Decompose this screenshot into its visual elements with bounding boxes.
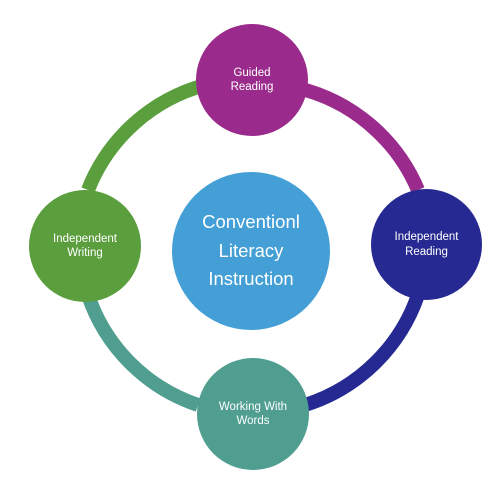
node-independent-writing-line-2: Writing <box>67 247 103 259</box>
node-working-with-words: Working With Words <box>197 358 309 470</box>
node-independent-reading-line-1: Independent <box>394 231 459 244</box>
node-independent-reading-label: Independent Reading <box>395 230 459 259</box>
node-independent-writing-line-1: Independent <box>53 232 117 245</box>
center-line-3: Instruction <box>208 268 294 290</box>
node-independent-writing-label: Independent Writing <box>53 232 117 261</box>
node-guided-reading-line-2: Reading <box>230 81 274 93</box>
node-independent-reading-line-2: Reading <box>405 245 448 258</box>
arc-independent-writing-to-guided <box>81 78 207 193</box>
node-guided-reading: Guided Reading <box>196 24 308 136</box>
node-guided-reading-label: Guided Reading <box>231 66 274 95</box>
node-independent-writing: Independent Writing <box>29 190 141 302</box>
center-line-1: Conventionl <box>202 210 300 232</box>
center-topic-label: Conventionl Literacy Instruction <box>202 208 300 294</box>
node-working-with-words-line-1: Working With <box>218 400 288 413</box>
node-independent-reading: Independent Reading <box>371 189 482 300</box>
arc-guided-to-independent-reading <box>296 81 425 193</box>
node-working-with-words-line-2: Words <box>236 415 270 427</box>
node-working-with-words-label: Working With Words <box>219 400 287 429</box>
center-topic-circle: Conventionl Literacy Instruction <box>172 172 330 330</box>
center-line-2: Literacy <box>218 239 284 261</box>
arc-independent-reading-to-words <box>302 292 425 412</box>
arc-words-to-independent-writing <box>81 292 201 412</box>
node-guided-reading-line-1: Guided <box>233 66 271 79</box>
